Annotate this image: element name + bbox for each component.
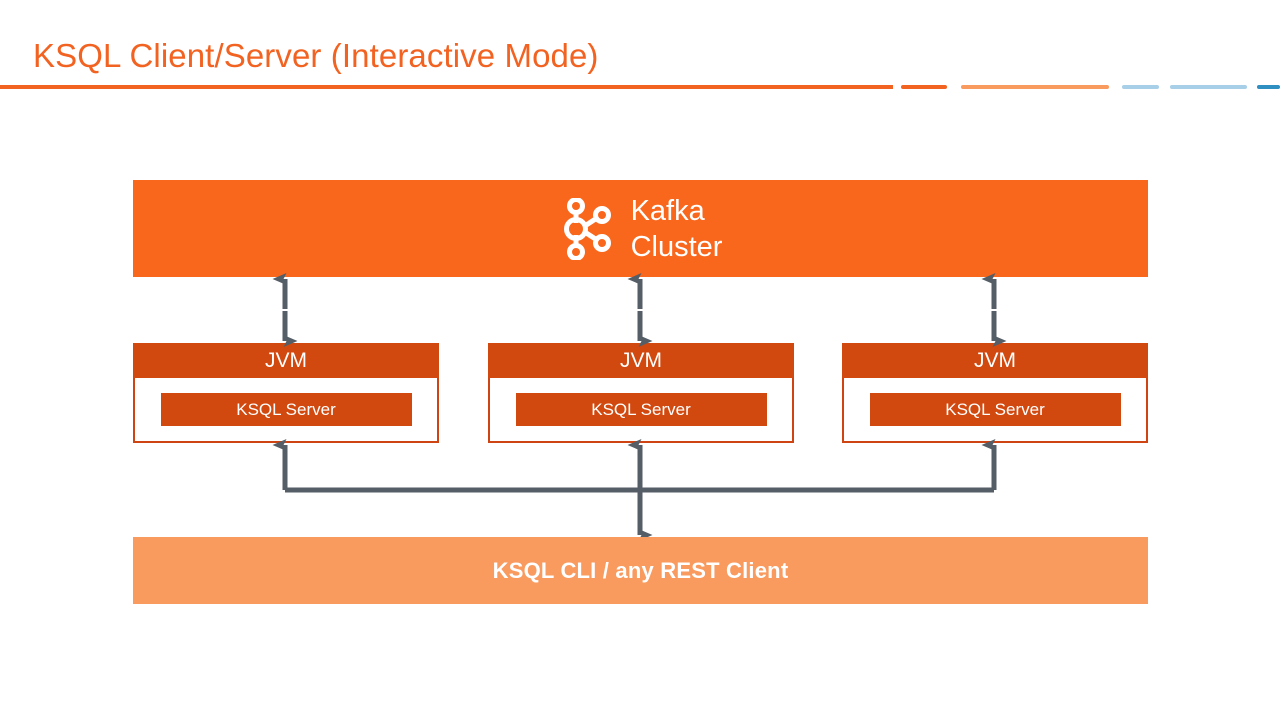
kafka-cluster-bar: Kafka Cluster — [133, 180, 1148, 277]
ksql-server-chip: KSQL Server — [869, 393, 1121, 426]
segment-blue-pale-short — [1122, 85, 1159, 89]
segment-orange-dark — [901, 85, 947, 89]
kafka-cluster-content: Kafka Cluster — [133, 180, 1148, 277]
title-underline — [0, 85, 893, 89]
page-title: KSQL Client/Server (Interactive Mode) — [33, 37, 599, 74]
segment-orange-light — [961, 85, 1109, 89]
kafka-cluster-label: Kafka Cluster — [630, 194, 723, 263]
jvm-header-label: JVM — [133, 343, 439, 378]
segment-blue-pale-long — [1170, 85, 1247, 89]
ksql-server-chip: KSQL Server — [515, 393, 767, 426]
jvm-node-2: JVM KSQL Server — [488, 343, 794, 443]
ksql-client-label: KSQL CLI / any REST Client — [492, 557, 789, 583]
jvm-node-1: JVM KSQL Server — [133, 343, 439, 443]
jvm-node-3: JVM KSQL Server — [842, 343, 1148, 443]
jvm-body: KSQL Server — [490, 378, 792, 441]
segment-blue-strong-long — [1257, 85, 1280, 89]
jvm-body: KSQL Server — [844, 378, 1146, 441]
jvm-header-label: JVM — [488, 343, 794, 378]
kafka-cluster-icon — [563, 197, 611, 260]
jvm-header-label: JVM — [842, 343, 1148, 378]
ksql-client-bar: KSQL CLI / any REST Client — [133, 537, 1148, 604]
jvm-body: KSQL Server — [135, 378, 437, 441]
ksql-server-chip: KSQL Server — [160, 393, 412, 426]
